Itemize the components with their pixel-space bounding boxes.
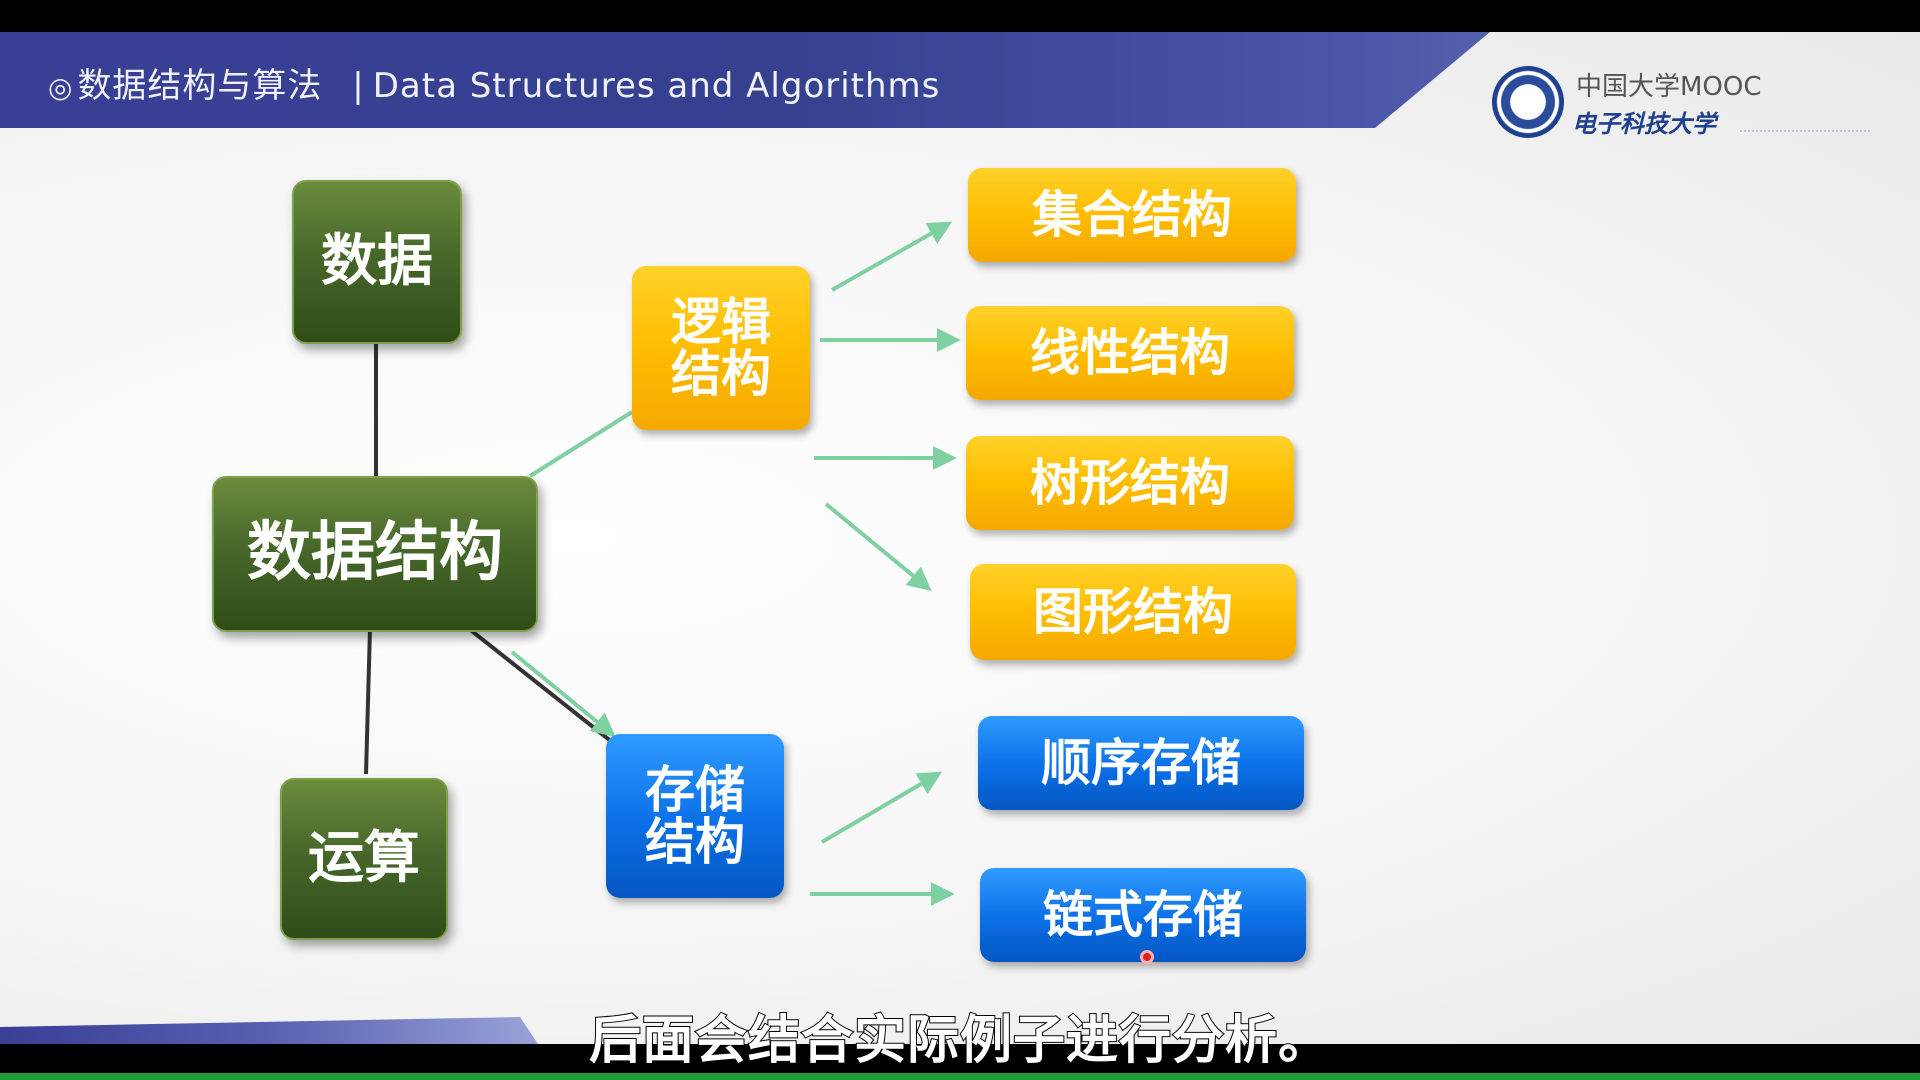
header-divider: [1740, 130, 1870, 132]
box-operations: 运算: [280, 778, 448, 940]
box-graph-structure-label: 图形结构: [1033, 582, 1233, 641]
line-root-to-ops: [364, 627, 372, 775]
box-sequential-storage: 顺序存储: [978, 716, 1304, 810]
box-set-structure: 集合结构: [968, 168, 1296, 262]
box-linked-storage-label: 链式存储: [1043, 885, 1243, 944]
box-data-structure: 数据结构: [212, 476, 538, 632]
course-title: ◎数据结构与算法 |Data Structures and Algorithms: [48, 58, 940, 107]
box-operations-label: 运算: [308, 825, 420, 891]
box-logical-structure-label: 逻辑 结构: [671, 292, 771, 403]
line-root-to-storage: [466, 626, 614, 744]
box-storage-structure: 存储 结构: [606, 734, 784, 898]
header-banner: [0, 32, 1490, 128]
arrow-logical-graph: [824, 502, 932, 592]
circle-icon: ◎: [48, 71, 74, 104]
university-logo-icon: [1492, 66, 1564, 138]
mooc-watermark: 中国大学MOOC: [1576, 72, 1762, 102]
box-sequential-storage-label: 顺序存储: [1041, 733, 1241, 792]
diagram-connectors: [364, 221, 961, 906]
arrow-storage-seq: [820, 771, 943, 844]
box-graph-structure: 图形结构: [970, 564, 1296, 660]
course-title-cn: 数据结构与算法: [77, 66, 323, 106]
arrow-root-to-storage: [510, 650, 616, 738]
pointer-icon: [1140, 950, 1154, 964]
university-name: 电子科技大学: [1572, 109, 1716, 138]
box-tree-structure: 树形结构: [966, 436, 1294, 530]
course-title-en: Data Structures and Algorithms: [372, 66, 941, 106]
box-linear-structure: 线性结构: [966, 306, 1294, 400]
box-tree-structure-label: 树形结构: [1030, 453, 1230, 512]
box-linear-structure-label: 线性结构: [1030, 323, 1230, 382]
box-data-structure-label: 数据结构: [247, 516, 503, 591]
arrow-logical-set: [831, 221, 953, 292]
box-storage-structure-label: 存储 结构: [645, 760, 745, 871]
box-logical-structure: 逻辑 结构: [632, 266, 810, 430]
box-set-structure-label: 集合结构: [1032, 185, 1232, 244]
title-separator: |: [352, 66, 365, 106]
video-subtitle: 后面会结合实际例子进行分析。: [588, 1010, 1331, 1072]
video-progress-bar[interactable]: [0, 1073, 1920, 1080]
box-data: 数据: [292, 180, 462, 344]
arrow-root-to-logical: [528, 410, 634, 478]
box-linked-storage: 链式存储: [980, 868, 1306, 962]
slide: ◎数据结构与算法 |Data Structures and Algorithms…: [0, 32, 1920, 1044]
box-data-label: 数据: [321, 228, 433, 294]
